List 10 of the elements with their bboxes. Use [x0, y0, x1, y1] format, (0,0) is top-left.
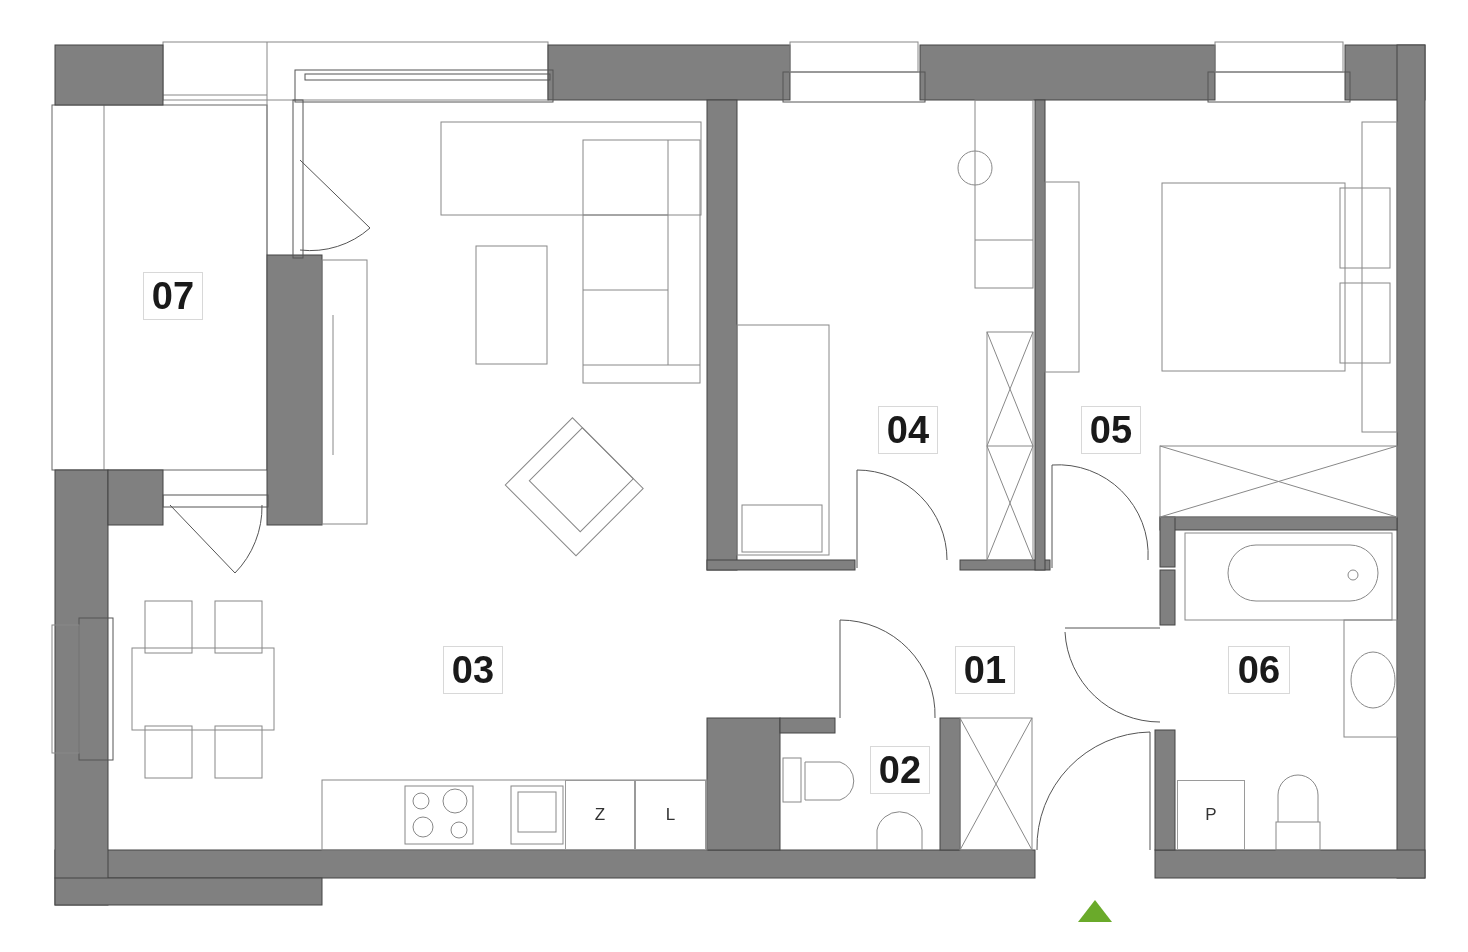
cabinet-label: P	[1177, 780, 1245, 850]
room-number: 07	[143, 272, 203, 320]
cabinet-label: Z	[565, 780, 635, 850]
room-number: 05	[1081, 406, 1141, 454]
room-number: 03	[443, 646, 503, 694]
room-number: 04	[878, 406, 938, 454]
room-number: 01	[955, 646, 1015, 694]
room-number: 06	[1228, 646, 1290, 694]
room-number: 02	[870, 746, 930, 794]
cabinet-label: L	[635, 780, 706, 850]
